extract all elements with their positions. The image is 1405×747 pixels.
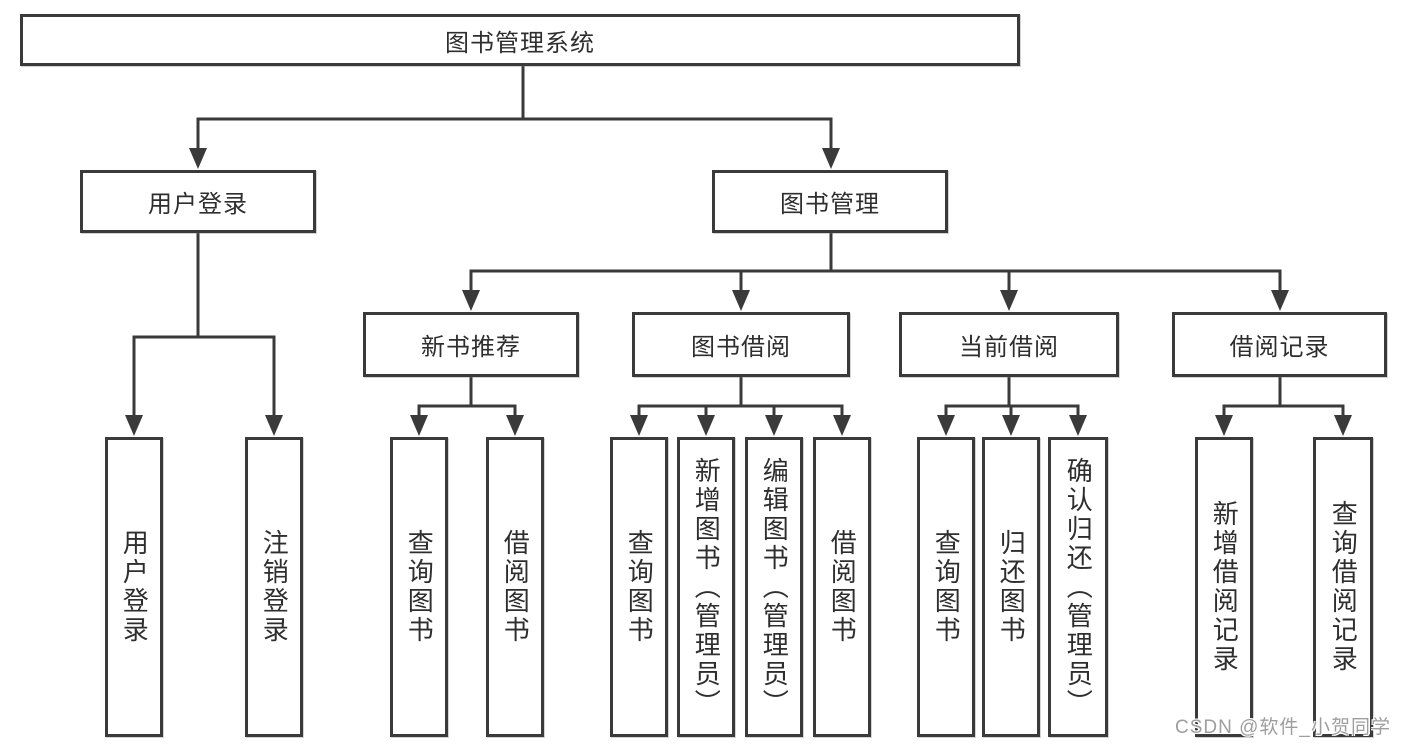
node-query-books-recommend: 查询图书 <box>390 437 448 737</box>
node-label: 借阅图书 <box>500 529 531 645</box>
node-edit-book-admin: 编辑图书（管理员） <box>745 437 803 737</box>
arrowheads <box>125 148 1352 436</box>
node-label: 借阅记录 <box>1229 334 1330 361</box>
node-add-borrow-record: 新增借阅记录 <box>1195 437 1253 737</box>
node-label: 查询图书 <box>624 529 655 645</box>
node-borrow-books-recommend: 借阅图书 <box>486 437 544 737</box>
node-user-login-leaf: 用户登录 <box>105 437 163 737</box>
node-label: 新增图书（管理员） <box>691 456 722 718</box>
node-label: 图书管理 <box>780 191 880 218</box>
node-label: 图书管理系统 <box>445 29 595 57</box>
node-current-borrowing: 当前借阅 <box>899 312 1119 377</box>
node-borrow-books-leaf: 借阅图书 <box>813 437 871 737</box>
node-label: 归还图书 <box>996 529 1027 645</box>
node-borrowing-records: 借阅记录 <box>1172 312 1387 377</box>
node-query-borrow-record: 查询借阅记录 <box>1313 437 1373 737</box>
node-label: 新书推荐 <box>421 334 521 361</box>
connector-level3-rail <box>469 269 1282 295</box>
connector-userlogin-rail <box>132 335 276 420</box>
node-label: 借阅图书 <box>827 529 858 645</box>
node-label: 注销登录 <box>259 529 290 645</box>
node-label: 用户登录 <box>148 191 248 218</box>
node-label: 编辑图书（管理员） <box>759 456 790 718</box>
connector-level2-rail <box>196 117 833 151</box>
node-label: 查询图书 <box>404 529 435 645</box>
watermark: CSDN @软件_小贺同学 <box>1175 717 1391 738</box>
node-label: 查询借阅记录 <box>1328 500 1359 674</box>
node-label: 新增借阅记录 <box>1209 500 1240 674</box>
node-query-books-borrow: 查询图书 <box>610 437 668 737</box>
node-query-books-current: 查询图书 <box>917 437 975 737</box>
node-confirm-return-admin: 确认归还（管理员） <box>1048 437 1108 737</box>
node-library-system: 图书管理系统 <box>20 14 1020 66</box>
node-add-book-admin: 新增图书（管理员） <box>677 437 735 737</box>
node-label: 用户登录 <box>119 529 150 645</box>
node-new-book-recommend: 新书推荐 <box>363 312 579 377</box>
node-label: 图书借阅 <box>691 334 791 361</box>
node-label: 当前借阅 <box>959 334 1059 361</box>
node-book-management: 图书管理 <box>712 170 948 233</box>
node-label: 确认归还（管理员） <box>1063 456 1094 718</box>
node-logout-leaf: 注销登录 <box>245 437 303 737</box>
node-user-login: 用户登录 <box>80 170 316 233</box>
node-return-book: 归还图书 <box>982 437 1040 737</box>
node-label: 查询图书 <box>931 529 962 645</box>
node-book-borrowing: 图书借阅 <box>632 312 850 377</box>
